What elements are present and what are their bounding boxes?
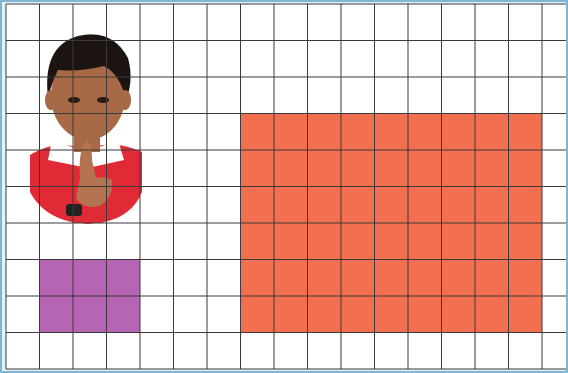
boy-ear-left xyxy=(45,90,57,110)
boy-eye-left xyxy=(68,97,80,103)
boy-eye-right xyxy=(97,97,109,103)
boy-watch xyxy=(66,204,82,216)
boy-ear-right xyxy=(119,90,131,110)
